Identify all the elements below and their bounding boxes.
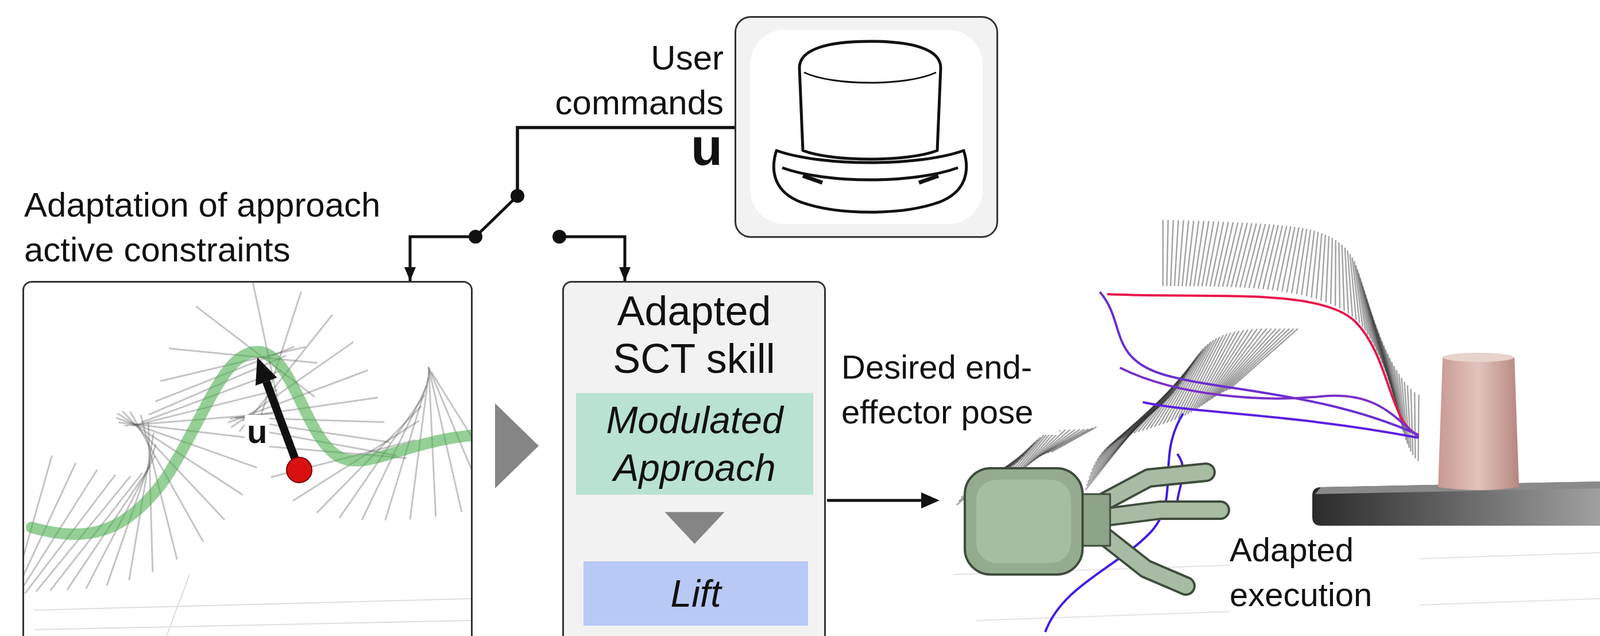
orientation-frame <box>1222 222 1239 287</box>
gripper <box>964 468 1221 586</box>
orientation-frame <box>1301 229 1311 296</box>
floor-grid <box>166 574 190 636</box>
icon-cap <box>799 41 941 160</box>
orientation-frame <box>1174 219 1179 287</box>
output-arrow <box>826 499 925 502</box>
orientation-fan <box>24 282 471 599</box>
constraint-panel: Adaptation of approach active constraint… <box>22 280 473 636</box>
command-label: u <box>244 414 270 448</box>
box-heading: Adapted SCT skill <box>563 287 825 383</box>
floor-grid <box>34 620 471 630</box>
orientation-frame <box>1184 333 1227 416</box>
command-arrow <box>266 381 300 470</box>
skill-phase: Lift <box>583 561 809 626</box>
command-arrow-head <box>255 357 278 386</box>
orientation-frame <box>1326 236 1329 303</box>
input-device-box: User commandsu <box>734 16 999 238</box>
icon-button <box>802 175 823 183</box>
trajectory <box>1119 367 1419 437</box>
orientation-frame <box>1229 328 1298 390</box>
orientation-frame <box>1407 385 1412 452</box>
frame-guide <box>1162 252 1419 428</box>
finger <box>1105 472 1207 501</box>
finger <box>1105 536 1186 586</box>
orientation-frame <box>1191 331 1236 412</box>
finger <box>1105 509 1221 517</box>
orientation-frame <box>1162 219 1165 287</box>
orientation-frame <box>1239 223 1256 288</box>
approach-path <box>31 351 471 535</box>
finger <box>1105 472 1207 501</box>
floor-grid <box>34 598 471 610</box>
orientation-frame <box>1330 237 1333 304</box>
orientation-frame <box>1189 220 1199 287</box>
orientation-frame <box>1334 240 1337 307</box>
palm <box>964 468 1083 575</box>
orientation-frame <box>1411 388 1414 455</box>
trajectories <box>1045 291 1419 632</box>
orientation-frame <box>1226 222 1243 288</box>
trajectory <box>1107 294 1419 435</box>
finger <box>1105 509 1221 517</box>
orientation-frame <box>1258 224 1274 289</box>
orientation-frame <box>1222 328 1290 392</box>
icon-cap-edge <box>804 72 937 83</box>
orientation-frame <box>1235 222 1252 287</box>
flow-triangle <box>495 403 539 489</box>
panel-heading: Adaptation of approach active constraint… <box>24 182 427 273</box>
orientation-frame <box>1166 219 1169 287</box>
orientation-frame <box>1296 228 1308 295</box>
current-pose-dot <box>286 457 312 483</box>
phase-name: Lift <box>670 569 721 618</box>
phase-name: Modulated Approach <box>580 396 809 492</box>
orientation-frame <box>1185 220 1194 287</box>
orientation-frame <box>1417 395 1419 462</box>
orientation-frame <box>1226 328 1294 391</box>
orientation-frame <box>1216 328 1281 396</box>
orientation-frame <box>1231 222 1248 288</box>
flow-triangle <box>665 511 725 544</box>
cup <box>1438 357 1520 490</box>
constraint-illustration <box>24 282 471 636</box>
orientation-frame <box>1342 244 1345 311</box>
input-label: User commands <box>539 35 724 126</box>
trajectory <box>1142 402 1419 438</box>
skill-box: Adapted SCT skillModulated ApproachLift <box>562 280 826 636</box>
orientation-frame <box>1320 234 1325 301</box>
trajectory <box>1099 291 1419 435</box>
space-mouse-icon <box>773 41 966 212</box>
device-icon-ground <box>750 29 983 224</box>
command-symbol: u <box>690 121 723 173</box>
finger <box>1105 536 1186 586</box>
orientation-frame <box>1249 223 1266 288</box>
result-label: Adapted execution <box>1229 527 1420 618</box>
device-box-fill <box>734 16 999 238</box>
orientation-frame <box>1338 242 1340 309</box>
cup-rim <box>1443 352 1515 362</box>
orientation-frame <box>1316 233 1323 300</box>
icon-button <box>918 175 939 183</box>
palm-face <box>976 479 1072 563</box>
output-label: Desired end-effector pose <box>841 344 1060 435</box>
orientation-frame <box>1253 223 1270 289</box>
skill-phase: Modulated Approach <box>576 392 814 495</box>
connector-arrow <box>410 127 735 281</box>
output-arrow-head <box>921 492 940 509</box>
orientation-frame <box>1219 328 1285 394</box>
orientation-frame <box>1244 223 1261 288</box>
orientation-fan <box>1162 219 1420 462</box>
orientation-frame <box>1414 392 1416 459</box>
orientation-frame <box>1187 332 1231 415</box>
orientation-frame <box>1170 219 1174 287</box>
skill-box-fill <box>562 280 826 636</box>
